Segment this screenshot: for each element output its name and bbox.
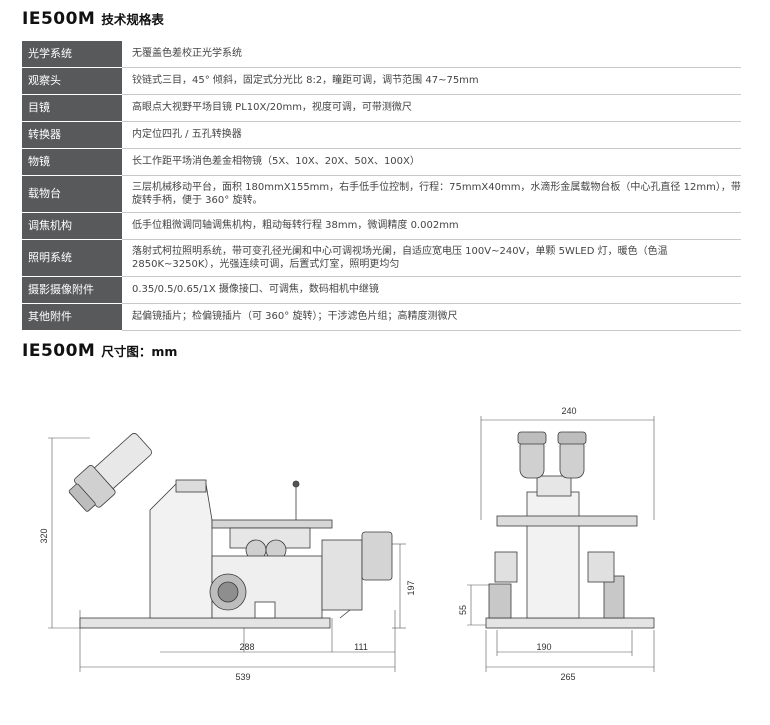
spec-label: 转换器 (22, 121, 122, 149)
spec-label: 照明系统 (22, 239, 122, 277)
spec-label: 观察头 (22, 67, 122, 95)
spec-label: 物镜 (22, 148, 122, 176)
spec-row: 观察头铰链式三目，45° 倾斜，固定式分光比 8:2，瞳距可调，调节范围 47~… (22, 67, 741, 95)
dimension-label: 288 (239, 642, 254, 652)
spec-label: 目镜 (22, 94, 122, 122)
spec-row: 物镜长工作距平场消色差金相物镜（5X、10X、20X、50X、100X） (22, 148, 741, 176)
spec-row: 目镜高眼点大视野平场目镜 PL10X/20mm，视度可调，可带测微尺 (22, 94, 741, 122)
spec-label: 调焦机构 (22, 212, 122, 240)
spec-row: 光学系统无覆盖色差校正光学系统 (22, 41, 741, 68)
spec-value: 落射式柯拉照明系统，带可变孔径光阑和中心可调视场光阑，自适应宽电压 100V~2… (122, 239, 741, 277)
dimension-label: 197 (406, 580, 416, 595)
spec-label: 光学系统 (22, 41, 122, 68)
dimension-label: 111 (354, 642, 368, 652)
spec-heading: IE500M 技术规格表 (22, 9, 164, 29)
side-view-microscope (68, 433, 393, 629)
dimension-label: 539 (235, 672, 250, 682)
front-view-microscope (485, 431, 655, 629)
spec-row: 其他附件起偏镜插片；检偏镜插片（可 360° 旋转）；干涉滤色片组；高精度测微尺 (22, 303, 741, 331)
spec-row: 载物台三层机械移动平台，面积 180mmX155mm，右手低手位控制，行程：75… (22, 175, 741, 213)
spec-value: 高眼点大视野平场目镜 PL10X/20mm，视度可调，可带测微尺 (122, 94, 741, 122)
spec-row: 调焦机构低手位粗微调同轴调焦机构，粗动每转行程 38mm，微调精度 0.002m… (22, 212, 741, 240)
dimension-lines (48, 416, 655, 672)
spec-value: 0.35/0.5/0.65/1X 摄像接口、可调焦，数码相机中继镜 (122, 276, 741, 304)
spec-model-name: IE500M (22, 9, 96, 29)
dimension-label: 265 (560, 672, 575, 682)
spec-row: 照明系统落射式柯拉照明系统，带可变孔径光阑和中心可调视场光阑，自适应宽电压 10… (22, 239, 741, 277)
spec-title: 技术规格表 (101, 12, 164, 27)
spec-label: 其他附件 (22, 303, 122, 331)
spec-label: 载物台 (22, 175, 122, 213)
spec-value: 内定位四孔 / 五孔转换器 (122, 121, 741, 149)
spec-row: 转换器内定位四孔 / 五孔转换器 (22, 121, 741, 149)
dimension-drawing: 320 288 111 539 197 240 55 190 265 (39, 406, 655, 682)
spec-value: 低手位粗微调同轴调焦机构，粗动每转行程 38mm，微调精度 0.002mm (122, 212, 741, 240)
spec-value: 三层机械移动平台，面积 180mmX155mm，右手低手位控制，行程：75mmX… (122, 175, 741, 213)
spec-value: 无覆盖色差校正光学系统 (122, 41, 741, 68)
dimension-label: 55 (458, 605, 468, 615)
spec-label: 摄影摄像附件 (22, 276, 122, 304)
dimension-model-name: IE500M (22, 341, 96, 361)
dimension-label: 320 (39, 528, 49, 543)
spec-value: 铰链式三目，45° 倾斜，固定式分光比 8:2，瞳距可调，调节范围 47~75m… (122, 67, 741, 95)
dimension-label: 240 (561, 406, 576, 416)
spec-value: 长工作距平场消色差金相物镜（5X、10X、20X、50X、100X） (122, 148, 741, 176)
spec-table: 光学系统无覆盖色差校正光学系统 观察头铰链式三目，45° 倾斜，固定式分光比 8… (22, 41, 741, 331)
dimension-heading: IE500M 尺寸图：mm (22, 341, 177, 361)
dimension-title: 尺寸图：mm (101, 344, 178, 359)
dimension-label: 190 (536, 642, 551, 652)
spec-value: 起偏镜插片；检偏镜插片（可 360° 旋转）；干涉滤色片组；高精度测微尺 (122, 303, 741, 331)
